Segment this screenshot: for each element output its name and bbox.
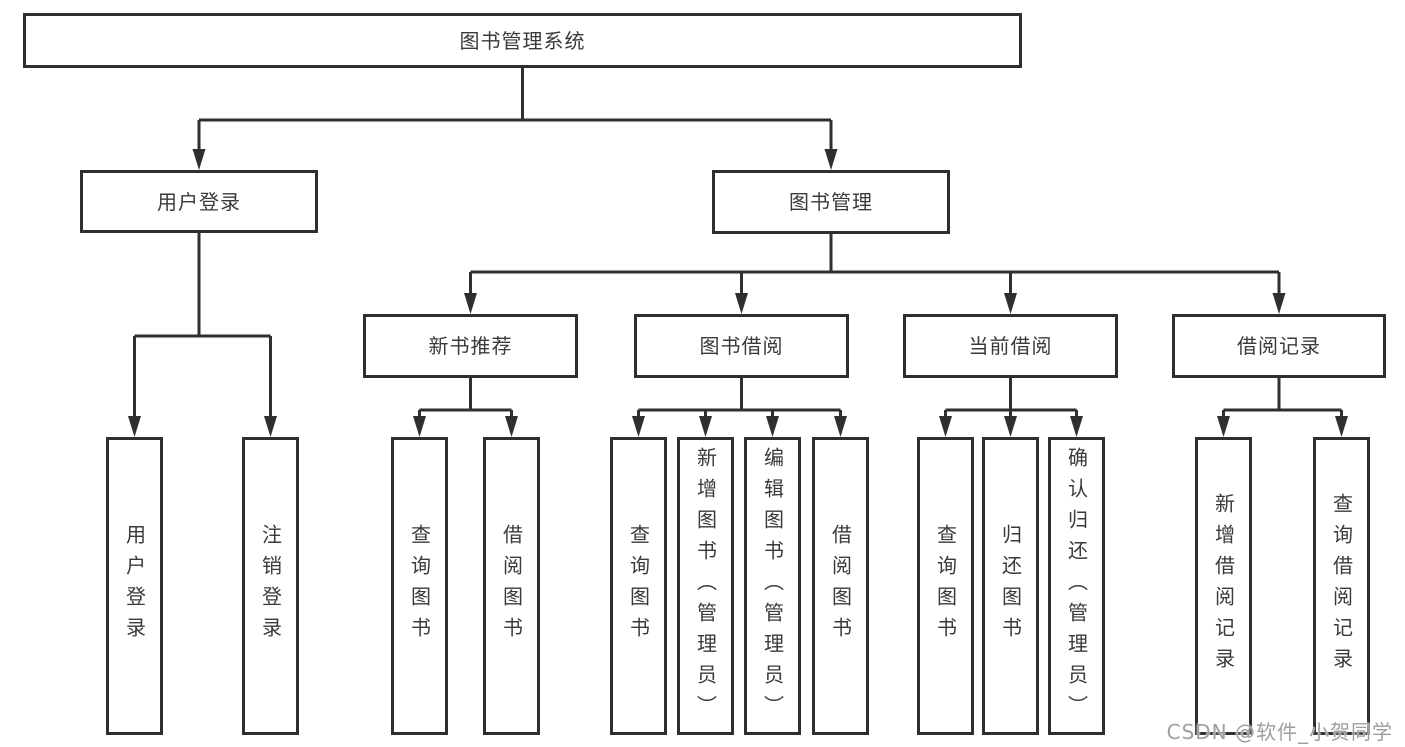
- leaf-add-books-admin: 新增图书（管理员）: [677, 437, 734, 735]
- leaf-query-books-current: 查询图书: [917, 437, 974, 735]
- watermark: CSDN @软件_小贺同学: [1166, 720, 1393, 744]
- leaf-logout: 注销登录: [242, 437, 299, 735]
- leaf-return-books: 归还图书: [982, 437, 1039, 735]
- node-book-borrowing: 图书借阅: [634, 314, 849, 378]
- leaf-edit-books-admin: 编辑图书（管理员）: [744, 437, 801, 735]
- leaf-borrow-books-borrowing: 借阅图书: [812, 437, 869, 735]
- node-borrowing-records: 借阅记录: [1172, 314, 1386, 378]
- leaf-query-books-recommend: 查询图书: [391, 437, 448, 735]
- node-new-book-recommendation: 新书推荐: [363, 314, 578, 378]
- leaf-add-borrow-record: 新增借阅记录: [1195, 437, 1252, 735]
- node-library-management-system: 图书管理系统: [23, 13, 1022, 68]
- leaf-confirm-return-admin: 确认归还（管理员）: [1048, 437, 1105, 735]
- leaf-user-login: 用户登录: [106, 437, 163, 735]
- leaf-query-books-borrowing: 查询图书: [610, 437, 667, 735]
- leaf-borrow-books-recommend: 借阅图书: [483, 437, 540, 735]
- node-book-management: 图书管理: [712, 170, 950, 234]
- leaf-query-borrow-record: 查询借阅记录: [1313, 437, 1370, 735]
- node-user-login: 用户登录: [80, 170, 318, 233]
- node-current-borrowing: 当前借阅: [903, 314, 1118, 378]
